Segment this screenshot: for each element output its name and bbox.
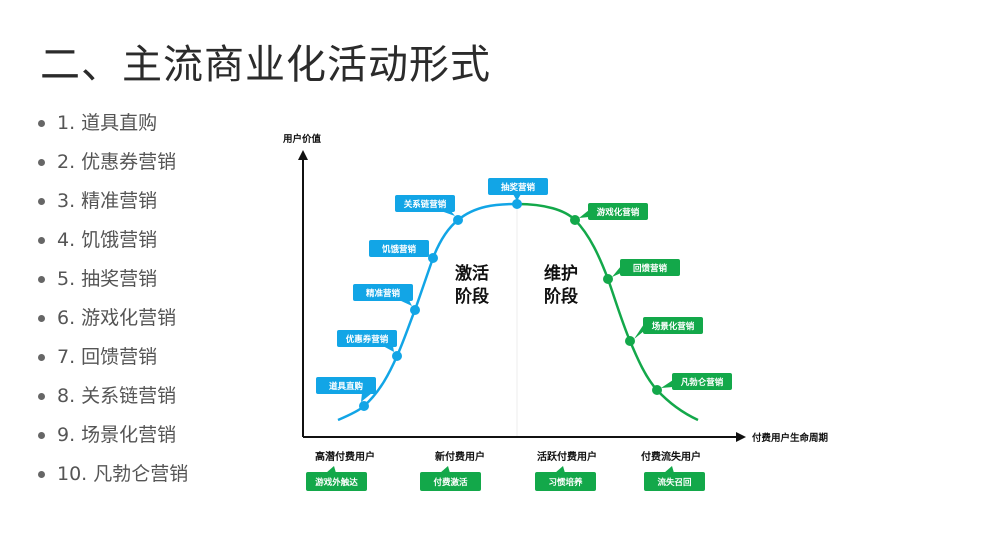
callout-label: 抽奖营销 xyxy=(501,182,536,193)
bullet-icon xyxy=(38,471,45,478)
callout-label: 凡勃仑营销 xyxy=(681,377,724,388)
list-item: 4. 饥饿营销 xyxy=(38,227,188,266)
x-axis-arrow-icon xyxy=(736,432,746,442)
callout-label: 道具直购 xyxy=(329,381,364,392)
list-item-label: 10. 凡勃仑营销 xyxy=(57,463,189,485)
action-tail xyxy=(326,466,336,473)
curve-point xyxy=(453,215,463,225)
list-item: 6. 游戏化营销 xyxy=(38,305,188,344)
maintenance-curve xyxy=(516,202,699,422)
user-segment-label: 新付费用户 xyxy=(435,450,485,463)
callout-tail xyxy=(361,393,372,402)
callout-tail xyxy=(383,346,394,352)
segment-action-box xyxy=(306,472,367,491)
callout-box xyxy=(353,284,413,301)
bullet-icon xyxy=(38,120,45,127)
list-item-label: 8. 关系链营销 xyxy=(57,385,177,407)
callout-label: 游戏化营销 xyxy=(597,207,640,218)
curve-point xyxy=(359,401,369,411)
callout-box xyxy=(488,178,548,195)
bullet-icon xyxy=(38,354,45,361)
y-axis-arrow-icon xyxy=(298,150,308,160)
callout-label: 精准营销 xyxy=(366,288,401,299)
user-segment-label: 付费流失用户 xyxy=(641,450,701,463)
callout-box xyxy=(672,373,732,390)
stage-maintain-label: 维护 xyxy=(544,263,578,284)
callout-tail xyxy=(634,324,644,339)
segment-action-box xyxy=(420,472,481,491)
segment-action-box xyxy=(644,472,705,491)
list-item-label: 9. 场景化营销 xyxy=(57,424,177,446)
list-item-label: 3. 精准营销 xyxy=(57,190,158,212)
callout-box xyxy=(620,259,680,276)
list-item-label: 6. 游戏化营销 xyxy=(57,307,177,329)
list-item: 10. 凡勃仑营销 xyxy=(38,461,188,500)
callout-tail xyxy=(661,380,673,388)
bullet-icon xyxy=(38,198,45,205)
curve-point xyxy=(392,351,402,361)
callout-box xyxy=(316,377,376,394)
page-title: 二、主流商业化活动形式 xyxy=(40,42,491,88)
list-item-label: 2. 优惠券营销 xyxy=(57,151,177,173)
callout-tail xyxy=(513,194,521,201)
callout-label: 关系链营销 xyxy=(404,199,447,210)
stage-activate-label: 激活 xyxy=(455,263,489,284)
curve-point xyxy=(512,199,522,209)
list-item: 5. 抽奖营销 xyxy=(38,266,188,305)
list-item: 7. 回馈营销 xyxy=(38,344,188,383)
list-item-label: 5. 抽奖营销 xyxy=(57,268,158,290)
callout-box xyxy=(337,330,397,347)
curve-point xyxy=(428,253,438,263)
callout-label: 优惠券营销 xyxy=(346,334,389,345)
bullet-icon xyxy=(38,276,45,283)
user-segment-label: 高潜付费用户 xyxy=(315,450,375,463)
activity-list: 1. 道具直购 2. 优惠券营销 3. 精准营销 4. 饥饿营销 5. 抽奖营销… xyxy=(38,110,188,500)
segment-action-label: 流失召回 xyxy=(657,477,691,488)
callout-box xyxy=(643,317,703,334)
list-item: 8. 关系链营销 xyxy=(38,383,188,422)
bullet-icon xyxy=(38,393,45,400)
bullet-icon xyxy=(38,159,45,166)
callout-label: 场景化营销 xyxy=(652,321,695,332)
x-axis-label: 付费用户生命周期 xyxy=(752,432,828,444)
callout-tail xyxy=(579,210,589,218)
stage-maintain-label: 阶段 xyxy=(544,286,578,307)
list-item-label: 7. 回馈营销 xyxy=(57,346,158,368)
action-tail xyxy=(664,466,674,473)
list-item-label: 1. 道具直购 xyxy=(57,112,158,134)
callout-tail xyxy=(612,266,621,277)
user-segment-label: 活跃付费用户 xyxy=(537,450,597,463)
list-item: 2. 优惠券营销 xyxy=(38,149,188,188)
curve-point xyxy=(652,385,662,395)
callout-tail xyxy=(399,300,412,306)
segment-action-label: 游戏外触达 xyxy=(315,477,358,488)
y-axis-label: 用户价值 xyxy=(282,133,322,145)
callout-box xyxy=(369,240,429,257)
curve-point xyxy=(603,274,613,284)
callout-box xyxy=(588,203,648,220)
action-tail xyxy=(440,466,450,473)
list-item: 1. 道具直购 xyxy=(38,110,188,149)
segment-action-label: 付费激活 xyxy=(433,477,468,488)
stage-activate-label: 阶段 xyxy=(455,286,489,307)
segment-action-label: 习惯培养 xyxy=(548,477,583,488)
bullet-icon xyxy=(38,432,45,439)
curve-point xyxy=(410,305,420,315)
segment-action-box xyxy=(535,472,596,491)
callout-tail xyxy=(441,211,455,216)
bullet-icon xyxy=(38,237,45,244)
callout-box xyxy=(395,195,455,212)
callout-label: 回馈营销 xyxy=(633,263,668,274)
list-item-label: 4. 饥饿营销 xyxy=(57,229,158,251)
bullet-icon xyxy=(38,315,45,322)
callout-label: 饥饿营销 xyxy=(382,244,417,255)
curve-point xyxy=(625,336,635,346)
list-item: 3. 精准营销 xyxy=(38,188,188,227)
curve-point xyxy=(570,215,580,225)
list-item: 9. 场景化营销 xyxy=(38,422,188,461)
action-tail xyxy=(555,466,565,473)
